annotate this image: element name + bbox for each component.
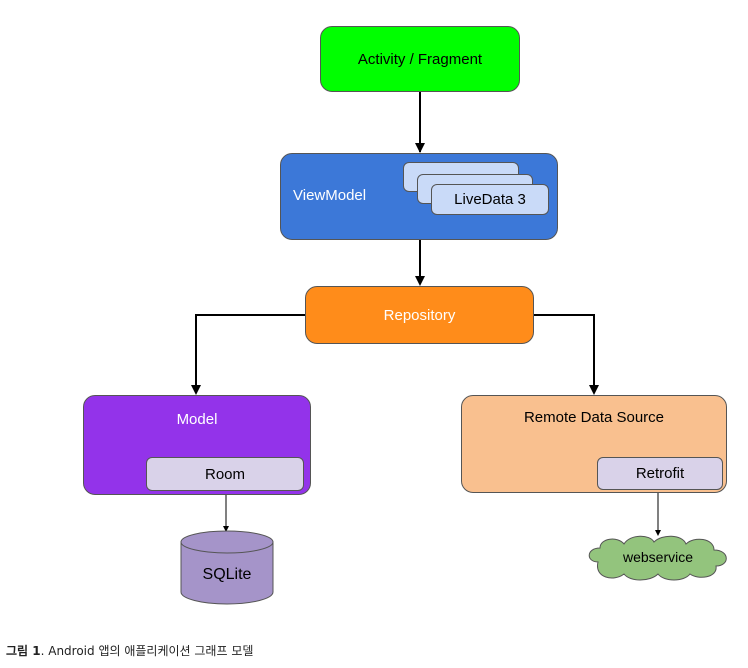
livedata-label: LiveData 3 xyxy=(454,191,526,208)
viewmodel-label: ViewModel xyxy=(293,187,367,204)
webservice-label: webservice xyxy=(622,549,694,565)
remote-data-source-label: Remote Data Source xyxy=(523,409,665,426)
figure-caption-text: . Android 앱의 애플리케이션 그래프 모델 xyxy=(40,644,254,658)
sqlite-label: SQLite xyxy=(202,566,252,583)
livedata-box: LiveData 3 xyxy=(431,184,549,215)
room-label: Room xyxy=(204,465,245,483)
figure-caption-label: 그림 1 xyxy=(6,644,41,658)
model-node: Model Room xyxy=(83,395,311,495)
activity-fragment-node: Activity / Fragment xyxy=(320,26,520,92)
repository-node: Repository xyxy=(305,286,534,344)
viewmodel-node: ViewModel LiveData 3 xyxy=(280,153,558,240)
arrow-repository-to-remote xyxy=(534,314,595,393)
figure-caption: 그림 1. Android 앱의 애플리케이션 그래프 모델 xyxy=(6,642,253,659)
webservice-cloud-icon xyxy=(588,535,727,581)
repository-label: Repository xyxy=(383,306,456,324)
arrow-repository-to-model xyxy=(195,314,305,393)
model-label: Model xyxy=(176,411,218,428)
activity-fragment-label: Activity / Fragment xyxy=(357,50,483,68)
retrofit-box: Retrofit xyxy=(597,457,723,490)
sqlite-database-icon xyxy=(180,530,274,605)
room-box: Room xyxy=(146,457,304,491)
remote-data-source-node: Remote Data Source Retrofit xyxy=(461,395,727,493)
retrofit-label: Retrofit xyxy=(635,465,685,482)
